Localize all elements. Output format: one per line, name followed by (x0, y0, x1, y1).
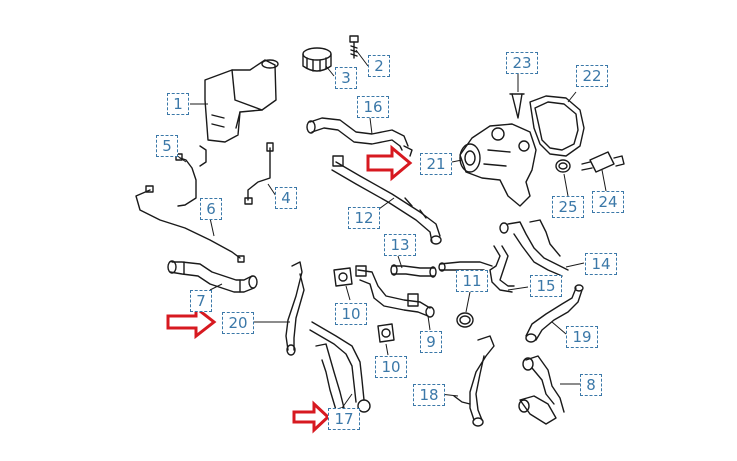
callout-23: 23 (506, 52, 538, 74)
part-hose-20 (285, 261, 305, 356)
callout-4: 4 (275, 187, 297, 209)
callout-24: 24 (592, 191, 624, 213)
part-pipe-12 (331, 155, 442, 245)
callout-1: 1 (167, 93, 189, 115)
part-reservoir-cap (302, 47, 332, 72)
part-clip (509, 93, 525, 119)
part-gasket-10a (333, 267, 353, 287)
part-gasket-10b (377, 323, 395, 343)
callout-2: 2 (368, 55, 390, 77)
callout-3: 3 (335, 67, 357, 89)
part-hose-14 (499, 219, 569, 277)
part-hose-9 (355, 265, 435, 318)
part-seal-ring (555, 159, 571, 173)
callout-17: 17 (328, 408, 360, 430)
callout-22: 22 (576, 65, 608, 87)
highlight-arrow-21 (366, 144, 413, 182)
part-hose-18 (453, 335, 495, 427)
callout-14: 14 (585, 253, 617, 275)
part-bolt (349, 35, 359, 59)
callout-8: 8 (580, 374, 602, 396)
part-coolant-reservoir (204, 59, 279, 143)
callout-19: 19 (566, 326, 598, 348)
callout-15: 15 (530, 275, 562, 297)
part-hose-16 (306, 117, 413, 157)
callout-10b: 10 (375, 356, 407, 378)
callout-12: 12 (348, 207, 380, 229)
part-harness (175, 145, 207, 207)
callout-5: 5 (156, 135, 178, 157)
part-hose-8 (518, 355, 565, 425)
part-temp-sender (581, 151, 625, 173)
callout-21: 21 (420, 153, 452, 175)
callout-16: 16 (357, 96, 389, 118)
highlight-arrow-20 (166, 304, 217, 340)
callout-6: 6 (200, 198, 222, 220)
part-o-ring (456, 312, 474, 328)
callout-10a: 10 (335, 303, 367, 325)
callout-20: 20 (222, 312, 254, 334)
callout-13: 13 (384, 234, 416, 256)
part-pipe-13 (390, 264, 437, 278)
part-wire (135, 185, 245, 263)
callout-9: 9 (420, 331, 442, 353)
highlight-arrow-17 (292, 400, 331, 434)
part-water-pump (459, 123, 537, 207)
part-hose-7 (167, 260, 258, 293)
part-gasket (529, 95, 585, 157)
part-pipe-17 (309, 321, 371, 417)
part-sensor (244, 142, 274, 205)
callout-18: 18 (413, 384, 445, 406)
callout-25: 25 (552, 196, 584, 218)
callout-11: 11 (456, 270, 488, 292)
part-hose-19 (525, 284, 584, 343)
callout-7: 7 (190, 290, 212, 312)
